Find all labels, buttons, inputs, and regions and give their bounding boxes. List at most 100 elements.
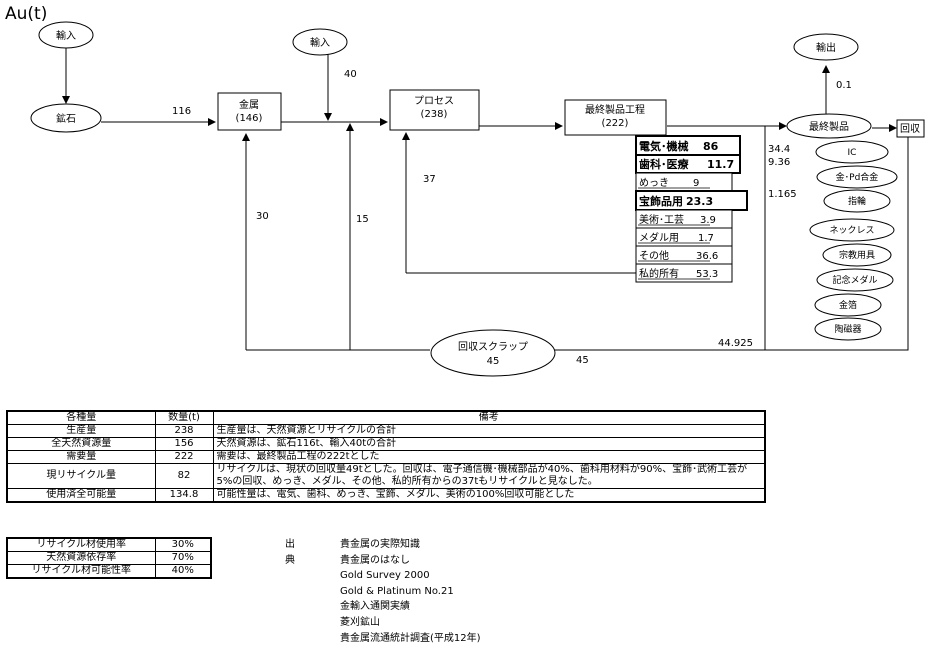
- final-process-label: 最終製品工程: [585, 103, 645, 116]
- summary-qty: 134.8: [154, 488, 214, 503]
- source-item: 貴金属のはなし: [340, 554, 410, 566]
- final-process-box: [564, 99, 667, 136]
- flow-value-recycle: 37: [423, 174, 436, 185]
- process-label: プロセス: [414, 95, 454, 107]
- summary-note: 天然資源は、鉱石116t、輸入40tの合計: [212, 437, 766, 451]
- product-node: [815, 140, 889, 164]
- product-label: 記念メダル: [832, 274, 877, 286]
- use-value: 23.3: [686, 195, 713, 208]
- ore-node: [30, 103, 102, 133]
- use-value: 86: [703, 140, 719, 153]
- rate-value: 40%: [154, 564, 212, 579]
- use-label: めっき: [639, 177, 669, 189]
- export-node: [793, 33, 859, 61]
- summary-header-note: 備考: [212, 410, 766, 425]
- flow-recovery-return: [541, 137, 909, 351]
- summary-name: 使用済全可能量: [6, 488, 156, 503]
- process-value: (238): [421, 109, 448, 120]
- rate-name: 天然資源依存率: [6, 551, 156, 565]
- final-product-node: [786, 113, 872, 139]
- summary-qty: 222: [154, 450, 214, 464]
- summary-header-qty: 数量(t): [154, 410, 214, 425]
- sources-label: 出典: [285, 539, 295, 566]
- product-node: [816, 165, 898, 189]
- use-row-box: [635, 263, 733, 283]
- use-value: 53.3: [696, 269, 718, 280]
- use-value: 36.6: [696, 251, 718, 262]
- flow-value-scrap-out: 45: [576, 355, 589, 366]
- material-flow-diagram: Au(t) 輸入 鉱石 輸入 金属 (146) プロセス (238) 最終製品工…: [5, 4, 925, 377]
- flow-value-export: 0.1: [836, 80, 852, 91]
- flow-lines: [62, 48, 909, 351]
- source-item: 金輸入通関実績: [340, 601, 410, 613]
- summary-note: リサイクルは、現状の回収量49tとした。回収は、電子通信機･機械部品が40%、歯…: [212, 463, 766, 489]
- rate-value: 70%: [154, 551, 212, 565]
- summary-name: 全天然資源量: [6, 437, 156, 451]
- product-node: [816, 268, 894, 292]
- flow-value-product-a: 34.4: [768, 144, 790, 155]
- recovery-label: 回収: [900, 123, 920, 135]
- use-label: 私的所有: [639, 267, 679, 280]
- metal-label: 金属: [239, 98, 259, 111]
- recovery-box: [896, 119, 925, 138]
- summary-note: 生産量は、天然資源とリサイクルの合計: [212, 424, 766, 438]
- product-label: ネックレス: [829, 225, 874, 236]
- summary-qty: 238: [154, 424, 214, 438]
- product-label: 宗教用具: [839, 249, 875, 261]
- source-item: 貴金属流通統計調査(平成12年): [340, 632, 481, 644]
- product-node: [822, 243, 892, 267]
- flow-value-product-b: 9.36: [768, 157, 790, 168]
- import-node-1: [38, 21, 94, 49]
- product-node: [823, 189, 891, 213]
- use-value: 1.7: [698, 233, 714, 244]
- flow-value-scrap-line: 15: [356, 214, 369, 225]
- flow-value-ore: 116: [172, 106, 191, 117]
- scrap-value: 45: [487, 356, 500, 367]
- flow-value-import: 40: [344, 69, 357, 80]
- summary-qty: 82: [154, 463, 214, 489]
- summary-header-row: 各種量 数量(t) 備考: [6, 410, 766, 425]
- product-node: [814, 317, 882, 341]
- scrap-node: [430, 329, 556, 377]
- rate-value: 30%: [154, 537, 212, 552]
- export-node-label: 輸出: [816, 41, 836, 54]
- metal-value: (146): [236, 113, 263, 124]
- source-item: 菱刈鉱山: [340, 616, 380, 628]
- source-item: Gold Survey 2000: [340, 570, 430, 582]
- flow-value-scrap-metal: 30: [256, 211, 269, 222]
- product-label: 陶磁器: [834, 323, 861, 335]
- import-node-2: [292, 28, 348, 56]
- final-process-value: (222): [602, 118, 629, 129]
- use-label: メダル用: [639, 231, 679, 244]
- summary-name: 生産量: [6, 424, 156, 438]
- final-product-label: 最終製品: [809, 120, 849, 133]
- process-box: [389, 89, 480, 131]
- use-label: その他: [639, 249, 669, 262]
- use-label: 歯科･医療: [639, 157, 689, 171]
- summary-header-name: 各種量: [6, 410, 156, 425]
- import-node-2-label: 輸入: [310, 36, 330, 49]
- product-label: 金箔: [839, 299, 857, 311]
- product-node: [814, 293, 882, 317]
- summary-name: 需要量: [6, 450, 156, 464]
- ore-node-label: 鉱石: [56, 112, 76, 125]
- flow-value-product-c: 1.165: [768, 189, 797, 200]
- product-node: [809, 218, 895, 242]
- product-label: 金･Pd合金: [836, 171, 879, 183]
- use-label: 電気･機械: [639, 139, 689, 153]
- rate-name: リサイクル材可能性率: [6, 564, 156, 579]
- use-label: 美術･工芸: [639, 213, 684, 226]
- use-label: 宝飾品用: [639, 194, 683, 208]
